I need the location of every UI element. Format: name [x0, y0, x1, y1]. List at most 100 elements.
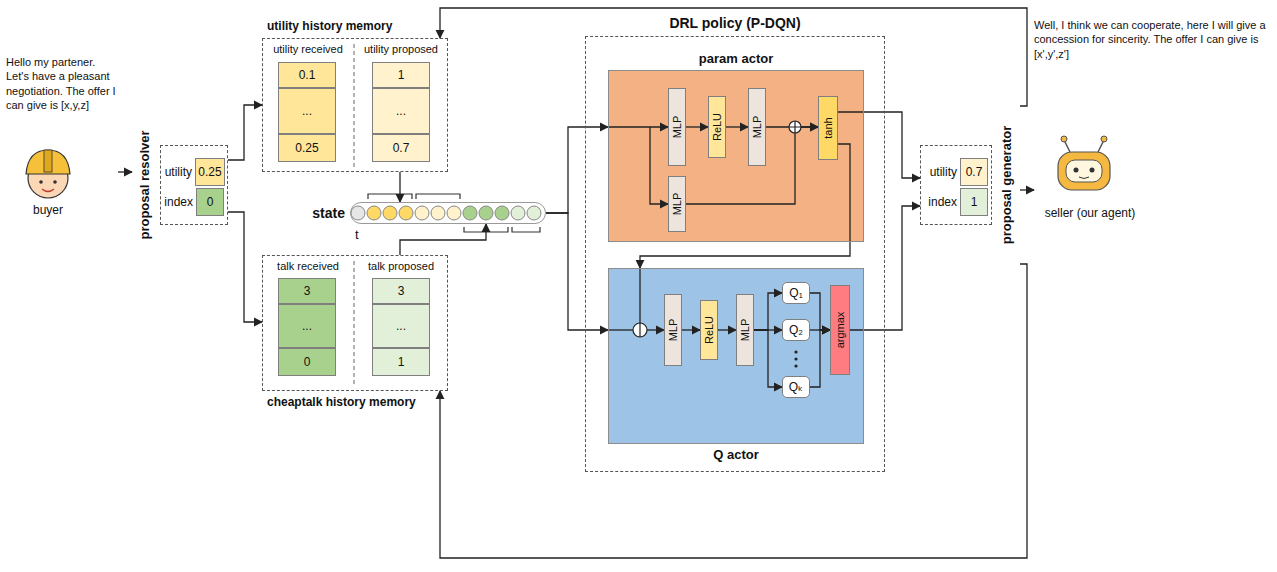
- field-label: index: [928, 195, 957, 209]
- cell-value: 1: [961, 189, 987, 215]
- cell-value: 0: [279, 349, 335, 375]
- add-sign: [789, 121, 801, 133]
- speech-text: Hello my partener. Let's have a pleasant…: [6, 55, 118, 112]
- connector: [810, 330, 830, 387]
- cell-value: 0.1: [279, 63, 335, 87]
- eye: [39, 180, 43, 184]
- agent: Well, I think we can cooperate, here I w…: [1034, 18, 1272, 228]
- value-cell: 0.7: [372, 134, 430, 162]
- connector: [754, 293, 782, 330]
- column-header: utility received: [264, 43, 352, 55]
- network-block: Q actorMLPReLUMLPQ₁Q₂Qₖargmax: [608, 268, 864, 444]
- value-cell: 0.25: [278, 134, 336, 162]
- state-vector: statet: [350, 202, 546, 224]
- cell-value: 3: [279, 279, 335, 303]
- agent-label: seller (our agent): [1034, 206, 1146, 220]
- connector: [810, 293, 830, 330]
- value-cell: ...: [278, 304, 336, 348]
- eye: [1074, 168, 1079, 173]
- state-cell: [351, 206, 365, 220]
- layer-label: ReLU: [703, 316, 715, 344]
- layer-label: MLP: [667, 319, 679, 342]
- eye: [1090, 168, 1095, 173]
- q-value-box: Qₖ: [782, 376, 810, 398]
- bracket: [368, 194, 412, 199]
- connector: [228, 212, 262, 322]
- antenna-tip: [1101, 136, 1107, 142]
- field-label: index: [164, 195, 193, 209]
- state-cell: [495, 206, 509, 220]
- robot-head: [1058, 152, 1110, 190]
- layer-box: MLP: [668, 176, 686, 232]
- layer-box: tanh: [818, 96, 838, 160]
- memory-title: utility history memory: [267, 19, 392, 33]
- layer-label: argmax: [834, 312, 846, 349]
- cell-value: 0.25: [279, 135, 335, 161]
- value-cell: 3: [278, 278, 336, 304]
- connector: [399, 172, 400, 202]
- network-block: param actorMLPReLUMLPMLPtanh: [608, 70, 864, 242]
- state-cell: [527, 206, 541, 220]
- memory-box: cheaptalk history memorytalk received3..…: [262, 255, 448, 391]
- robot-face: [1066, 160, 1102, 182]
- cell-value: 1: [373, 63, 429, 87]
- column-divider: [354, 261, 355, 387]
- value-cell: index0: [196, 188, 224, 216]
- mouth: [42, 189, 54, 192]
- value-cell: 0.1: [278, 62, 336, 88]
- cell-value: 3: [373, 279, 429, 303]
- proposal-module: proposal generatorutility0.7index1: [920, 100, 1020, 270]
- bracket: [512, 227, 540, 232]
- connector: [546, 127, 608, 213]
- brackets: [368, 194, 540, 232]
- value-cell: 1: [372, 62, 430, 88]
- value-cell: ...: [372, 304, 430, 348]
- q-label: Qₖ: [783, 377, 809, 397]
- cell-value: 0: [197, 189, 223, 215]
- memory-box: utility history memoryutility received0.…: [262, 38, 448, 172]
- dot: [794, 357, 797, 360]
- column-header: utility proposed: [356, 43, 446, 55]
- layer-label: MLP: [671, 116, 683, 139]
- state-cell: [511, 206, 525, 220]
- q-value-box: Q₁: [782, 282, 810, 304]
- state-cell: [431, 206, 445, 220]
- memory-column: utility received 0.1...0.25: [264, 40, 352, 170]
- connector: [838, 112, 920, 178]
- connector: [546, 213, 608, 330]
- state-cell: [479, 206, 493, 220]
- agent: Hello my partener. Let's have a pleasant…: [6, 55, 118, 230]
- concat-operator: [633, 323, 647, 337]
- dot: [794, 364, 797, 367]
- memory-title: DRL policy (P-DQN): [669, 15, 800, 31]
- cell-value: 0.7: [961, 159, 987, 185]
- state-cell: [415, 206, 429, 220]
- layer-label: MLP: [739, 319, 751, 342]
- memory-column: talk received 3...0: [264, 257, 352, 389]
- value-cell: index1: [960, 188, 988, 216]
- connector: [228, 105, 262, 160]
- layer-box: MLP: [736, 294, 754, 366]
- add-operator: [789, 121, 801, 133]
- param-actor-fill: [608, 70, 864, 242]
- module-label: proposal resolver: [137, 130, 152, 239]
- state-cell: [367, 206, 381, 220]
- cell-value: 1: [373, 349, 429, 375]
- layer-label: MLP: [751, 116, 763, 139]
- value-cell: ...: [278, 88, 336, 134]
- connector: [726, 126, 748, 127]
- helmet-stripe: [44, 150, 52, 172]
- value-cell: 1: [372, 348, 430, 376]
- layer-label: ReLU: [711, 113, 723, 141]
- state-cell: [463, 206, 477, 220]
- connector: [754, 330, 782, 387]
- value-cell: ...: [372, 88, 430, 134]
- state-cell: [383, 206, 397, 220]
- layer-box: ReLU: [708, 96, 726, 158]
- wire: [650, 127, 668, 204]
- layer-box: ReLU: [700, 300, 718, 360]
- column-header: talk received: [264, 260, 352, 272]
